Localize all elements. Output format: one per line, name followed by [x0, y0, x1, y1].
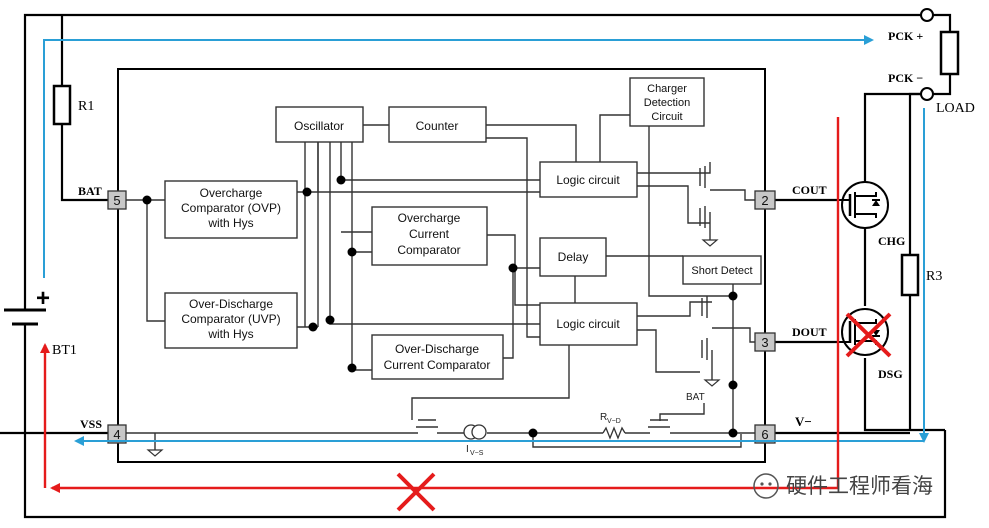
occ-line3: Comparator	[397, 243, 460, 257]
rvd-resistor	[602, 426, 626, 440]
ovp-comparator-block	[164, 180, 298, 239]
charger-detection-line2: Detection	[644, 97, 690, 109]
bt1-label: BT1	[52, 343, 77, 358]
pin-4-label: 4	[113, 427, 120, 442]
ovp-line3: with Hys	[207, 216, 253, 230]
r3-resistor	[900, 253, 920, 297]
svg-text:V−S: V−S	[470, 450, 484, 457]
internal-mosfet-marks	[416, 166, 708, 428]
charge-current-path	[43, 35, 929, 446]
pin-4-box	[107, 424, 127, 444]
oscillator-label: Oscillator	[294, 119, 344, 133]
short-detect-block	[682, 255, 762, 285]
internal-wiring	[126, 114, 755, 450]
dsg-cross-mark	[845, 312, 892, 358]
pck-minus-label: PCK −	[888, 71, 923, 85]
load-label: LOAD	[936, 101, 975, 116]
logic-circuit-bottom-label: Logic circuit	[556, 317, 620, 331]
pin-2-box	[754, 190, 776, 210]
svg-text:V−D: V−D	[607, 418, 621, 425]
load-resistor	[939, 30, 960, 76]
oscillator-block	[275, 106, 364, 143]
current-source-symbol	[463, 424, 487, 440]
uvp-comparator-block	[164, 292, 298, 349]
wechat-icon	[753, 473, 779, 499]
pin-5-box	[107, 190, 127, 210]
watermark: 硬件工程师看海	[753, 473, 933, 499]
counter-block	[388, 106, 487, 143]
occ-line1: Overcharge	[398, 211, 461, 225]
delay-label: Delay	[558, 250, 589, 264]
outer-wiring	[0, 13, 952, 519]
ovp-line2: Comparator (OVP)	[181, 201, 281, 215]
ivs-label: I V−S	[466, 444, 484, 457]
svg-text:R: R	[600, 412, 607, 423]
odc-line2: Current Comparator	[384, 358, 491, 372]
counter-label: Counter	[416, 119, 459, 133]
pin-3-label: 3	[761, 335, 768, 350]
pin-3-box	[754, 332, 776, 352]
ground-symbol	[146, 239, 721, 457]
ovp-line1: Overcharge	[200, 186, 263, 200]
dsg-label: DSG	[878, 367, 903, 381]
battery-plus-label: +	[36, 285, 50, 312]
svg-text:I: I	[466, 444, 469, 455]
pin-5-label: 5	[113, 193, 120, 208]
dout-pin-label: DOUT	[792, 325, 827, 339]
occ-line2: Current	[409, 227, 450, 241]
uvp-line2: Comparator (UVP)	[181, 312, 280, 326]
over-discharge-current-comparator-block	[371, 334, 504, 380]
rvd-label: R V−D	[600, 412, 621, 425]
logic-circuit-top-block	[539, 161, 638, 198]
overcharge-current-comparator-block	[371, 206, 488, 266]
vminus-pin-label: V−	[795, 414, 812, 429]
blocked-path-cross	[396, 472, 436, 512]
discharge-current-path	[40, 117, 840, 493]
r1-resistor	[52, 84, 72, 126]
pck-plus-label: PCK +	[888, 29, 923, 43]
pck-minus-terminal	[920, 87, 934, 101]
uvp-line3: with Hys	[207, 327, 253, 341]
pin-6-label: 6	[761, 427, 768, 442]
charger-detection-line3: Circuit	[651, 111, 682, 123]
charger-detection-line1: Charger	[647, 83, 687, 95]
pck-plus-terminal	[920, 8, 934, 22]
logic-circuit-bottom-block	[539, 302, 638, 346]
battery-symbol	[4, 308, 46, 326]
r3-label: R3	[926, 269, 942, 284]
delay-block	[539, 237, 607, 277]
cout-pin-label: COUT	[792, 183, 827, 197]
odc-line1: Over-Discharge	[395, 342, 479, 356]
chg-mosfet	[838, 181, 889, 229]
pin-2-label: 2	[761, 193, 768, 208]
pin-6-box	[754, 424, 776, 444]
uvp-line1: Over-Discharge	[189, 297, 273, 311]
logic-circuit-top-label: Logic circuit	[556, 173, 620, 187]
bat-small-label: BAT	[686, 392, 705, 403]
r1-label: R1	[78, 99, 94, 114]
bat-pin-label: BAT	[78, 184, 102, 198]
short-detect-label: Short Detect	[691, 265, 752, 277]
ic-boundary	[117, 68, 766, 463]
junction-dots	[142, 175, 738, 438]
chg-label: CHG	[878, 234, 905, 248]
vss-pin-label: VSS	[80, 417, 102, 431]
watermark-text: 硬件工程师看海	[786, 474, 933, 498]
charger-detection-block	[629, 77, 705, 127]
